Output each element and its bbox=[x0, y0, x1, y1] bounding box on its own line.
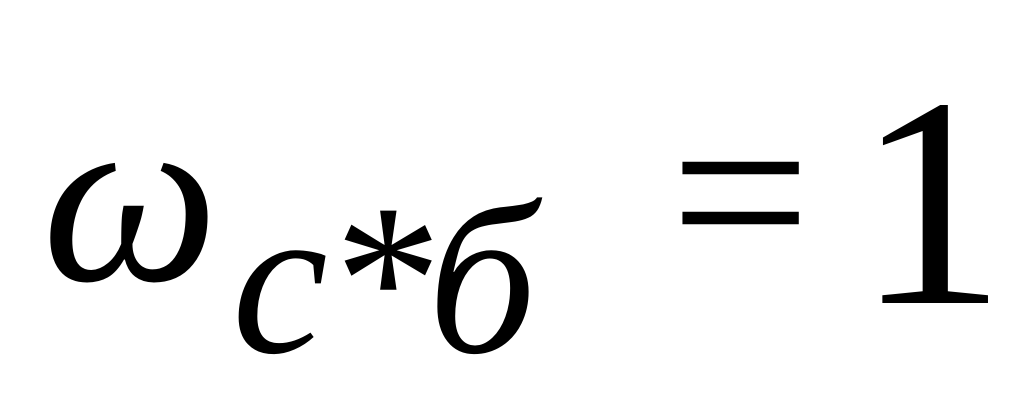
omega-symbol: ω bbox=[42, 58, 219, 335]
subscript-label: c*б bbox=[232, 160, 537, 399]
equals-sign: = bbox=[670, 54, 811, 331]
formula-value: 1 bbox=[856, 36, 1006, 368]
